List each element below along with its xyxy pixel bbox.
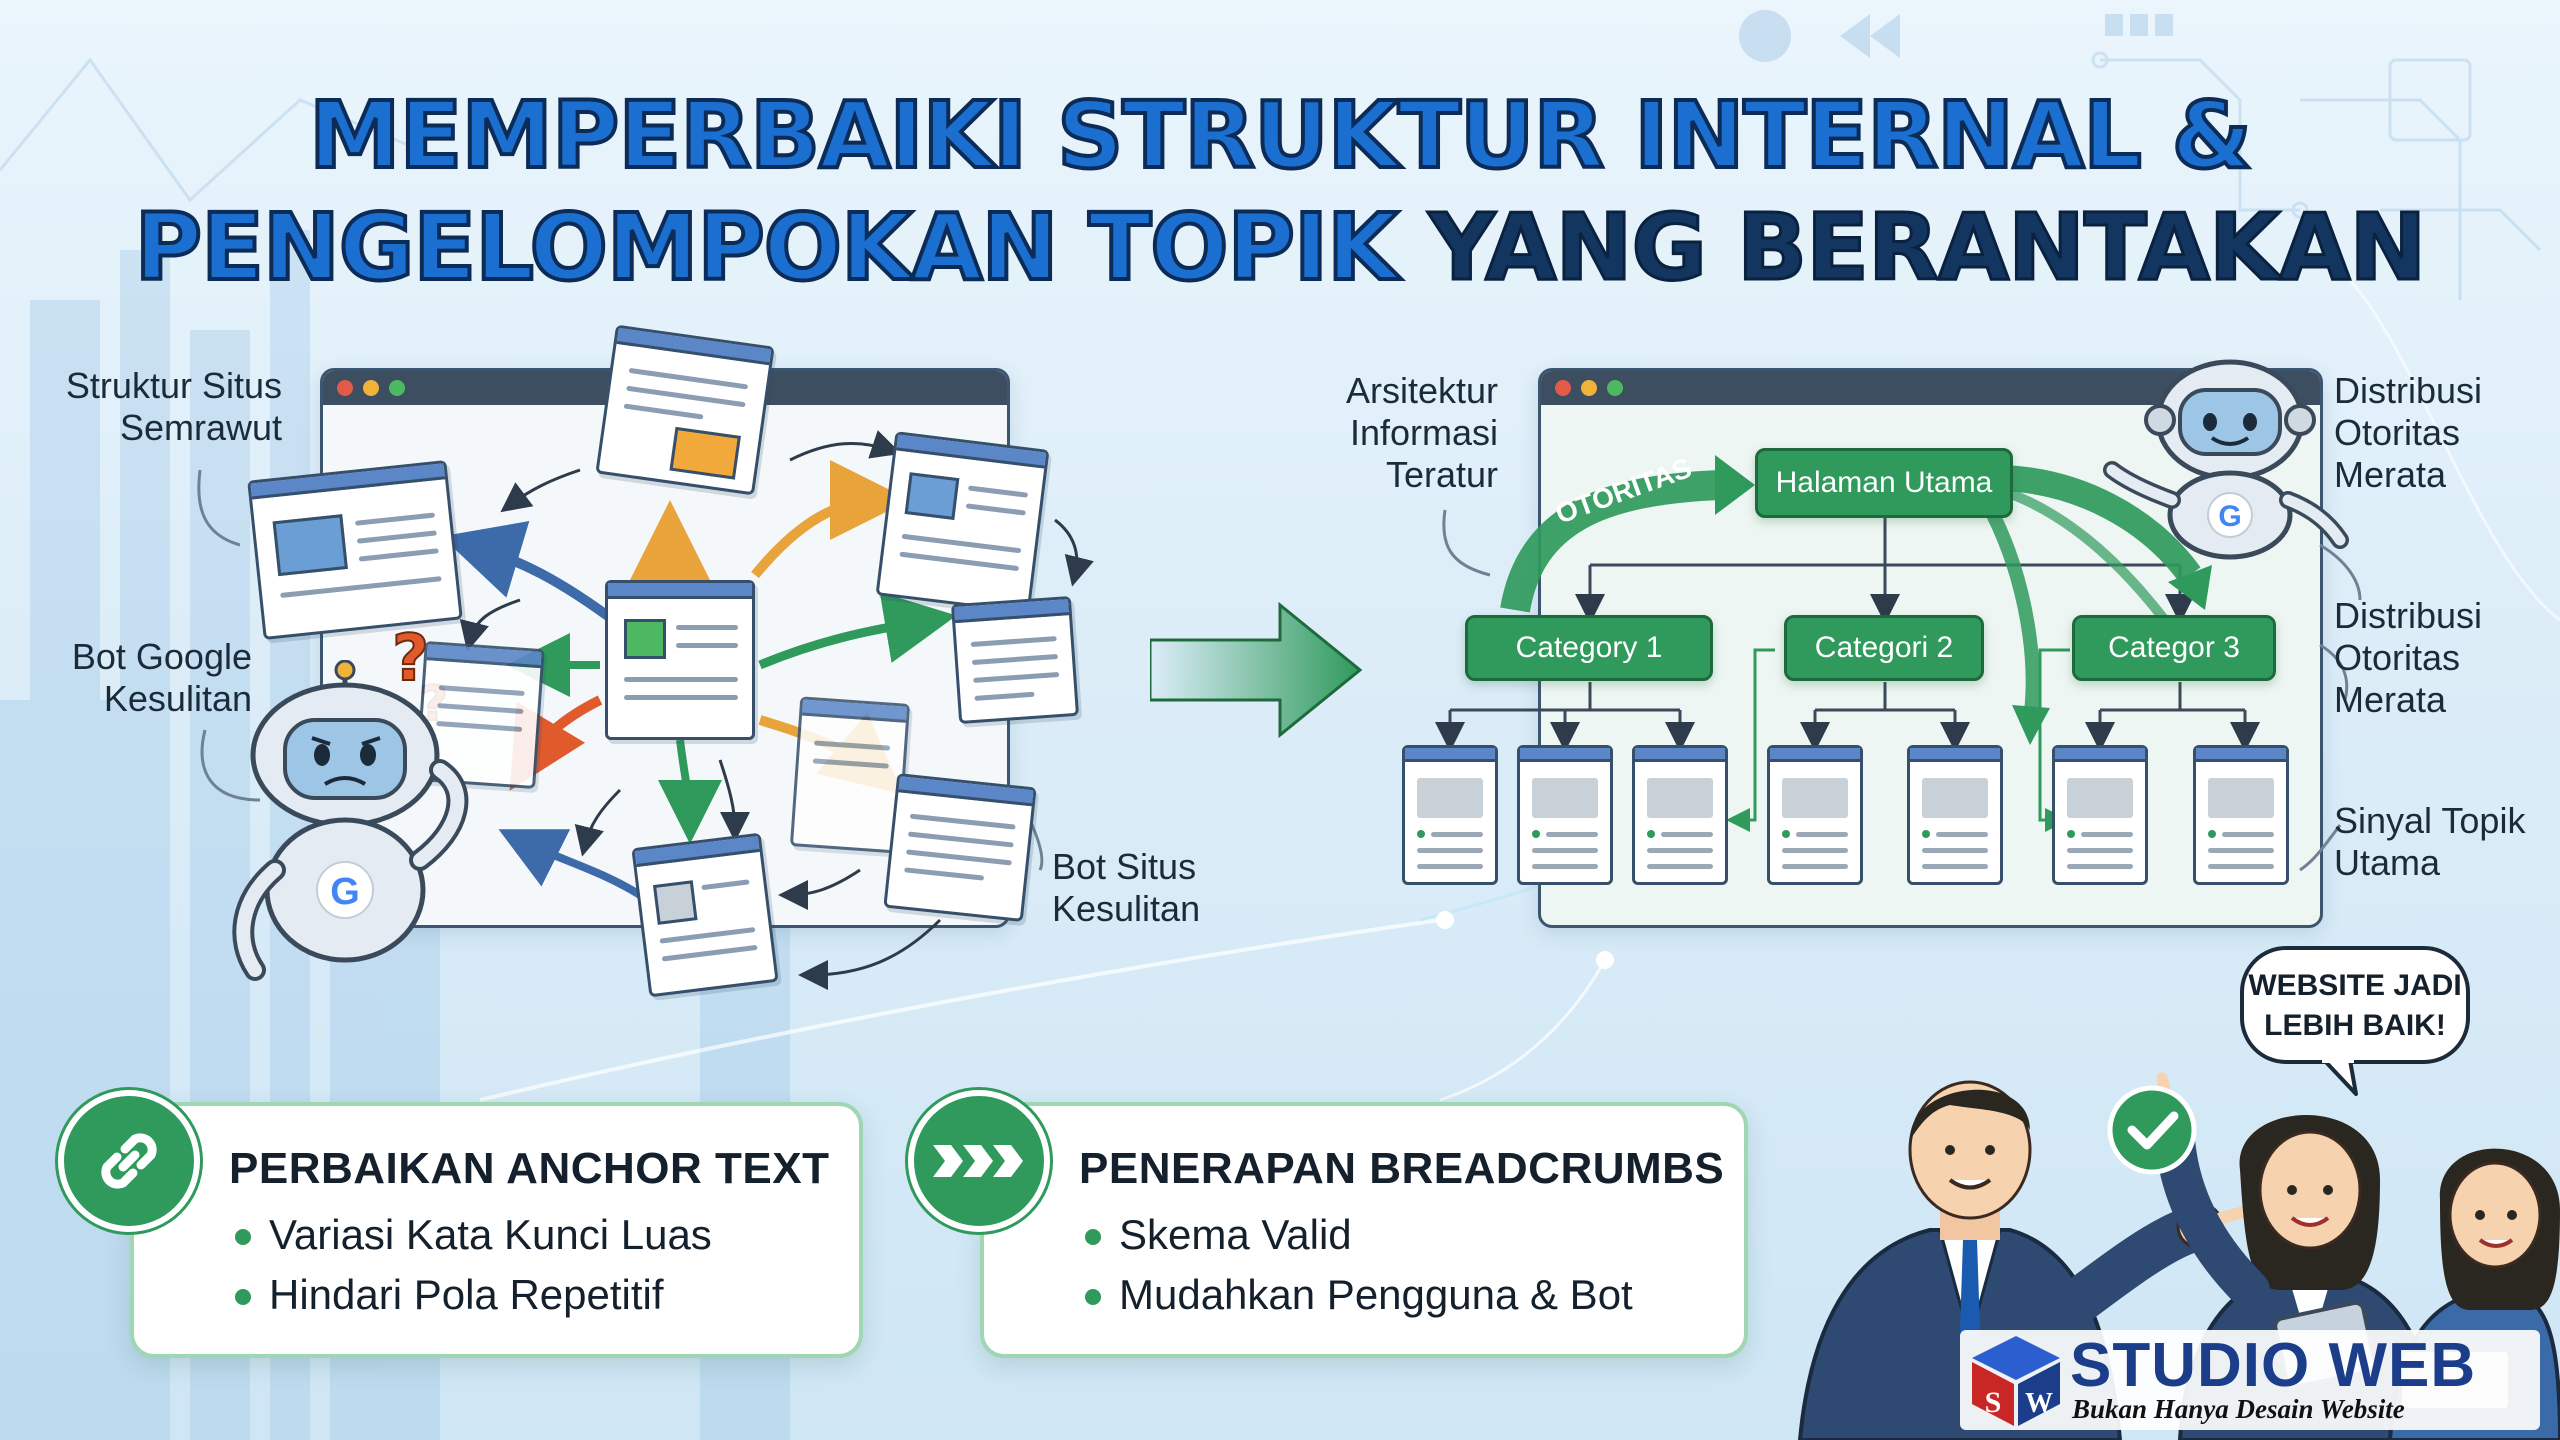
label-authority-distribution-top-line-1: Distribusi [2334,370,2483,411]
anchor-text-card-title: PERBAIKAN ANCHOR TEXT [229,1144,830,1193]
anchor-text-card: PERBAIKAN ANCHOR TEXT Variasi Kata Kunci… [130,1102,863,1358]
label-ordered-architecture-line-3: Teratur [1385,454,1498,495]
speech-bubble: WEBSITE JADI LEBIH BAIK! [2240,946,2470,1064]
maximize-dot-icon [1607,380,1623,396]
label-main-topic-signal-line-2: Utama [2334,842,2441,883]
logo-tagline: Bukan Hanya Desain Website [2072,1394,2405,1424]
svg-text:S: S [1985,1386,2002,1419]
leaf-page [2052,745,2148,885]
happy-robot-illustration: G [2103,359,2349,560]
label-authority-distribution-mid-line-2: Otoritas [2334,637,2461,678]
logo-name: STUDIO WEB [2070,1331,2477,1400]
leaf-page [2193,745,2289,885]
label-bot-site: Bot Situs Kesulitan [1052,846,1272,930]
label-bot-site-line-1: Bot Situs [1052,846,1197,887]
title-line-2-highlight: PENGELOMPOKAN TOPIK [133,192,1401,303]
category-node-1: Category 1 [1465,615,1713,681]
checkmark-icon [2107,1085,2197,1175]
minimize-dot-icon [363,380,379,396]
label-bot-google: Bot Google Kesulitan [40,636,252,720]
category-node-3-label: Categor 3 [2108,631,2240,664]
messy-page-center [605,580,755,740]
close-dot-icon [1555,380,1571,396]
speech-bubble-line-2: LEBIH BAIK! [2264,1009,2446,1042]
label-bot-google-line-1: Bot Google [71,636,252,677]
label-messy-structure-line-2: Semrawut [119,407,282,448]
leaf-page [1767,745,1863,885]
category-node-2: Categori 2 [1784,615,1984,681]
speech-bubble-line-1: WEBSITE JADI [2248,969,2462,1002]
root-node-label: Halaman Utama [1775,466,1993,499]
anchor-text-card-bullet: Variasi Kata Kunci Luas [235,1211,712,1258]
minimize-dot-icon [1581,380,1597,396]
label-messy-structure: Struktur Situs Semrawut [40,365,282,449]
maximize-dot-icon [389,380,405,396]
root-node-homepage: Halaman Utama [1755,448,2013,518]
leaf-page [1402,745,1498,885]
leaf-page [1517,745,1613,885]
svg-text:G: G [330,871,360,913]
label-authority-distribution-mid-line-1: Distribusi [2334,595,2483,636]
confused-robot-illustration: G [232,660,469,981]
breadcrumbs-card: PENERAPAN BREADCRUMBS Skema Valid Mudahk… [980,1102,1748,1358]
label-authority-distribution-top: Distribusi Otoritas Merata [2334,370,2554,496]
anchor-text-card-bullet: Hindari Pola Repetitif [235,1271,664,1318]
speech-bubble-tail [2322,1058,2358,1096]
svg-text:W: W [2025,1388,2053,1419]
label-ordered-architecture: Arsitektur Informasi Teratur [1260,370,1498,496]
label-authority-distribution-top-line-3: Merata [2334,454,2447,495]
category-node-3: Categor 3 [2072,615,2276,681]
label-authority-distribution-mid-line-3: Merata [2334,679,2447,720]
category-node-2-label: Categori 2 [1814,631,1954,664]
studio-web-logo: S W STUDIO WEB Bukan Hanya Desain Websit… [1960,1330,2540,1430]
title-line-1: MEMPERBAIKI STRUKTUR INTERNAL & [307,80,2254,191]
page-title: MEMPERBAIKI STRUKTUR INTERNAL & PENGELOM… [0,80,2560,304]
chevrons-icon [908,1090,1050,1232]
leaf-page [1632,745,1728,885]
close-dot-icon [337,380,353,396]
label-ordered-architecture-line-1: Arsitektur [1345,370,1498,411]
label-authority-distribution-top-line-2: Otoritas [2334,412,2461,453]
title-line-2-rest: YANG BERANTAKAN [1427,193,2428,303]
title-line-2: PENGELOMPOKAN TOPIK YANG BERANTAKAN [0,192,2560,304]
label-messy-structure-line-1: Struktur Situs [65,365,282,406]
transition-arrow [1150,601,1363,739]
label-ordered-architecture-line-2: Informasi [1349,412,1498,453]
category-node-1-label: Category 1 [1515,631,1663,664]
label-authority-distribution-mid: Distribusi Otoritas Merata [2334,595,2554,721]
label-main-topic-signal: Sinyal Topik Utama [2334,800,2558,884]
label-main-topic-signal-line-1: Sinyal Topik [2334,800,2526,841]
breadcrumbs-card-title: PENERAPAN BREADCRUMBS [1079,1144,1725,1193]
breadcrumbs-card-bullet: Skema Valid [1085,1211,1352,1258]
label-bot-google-line-2: Kesulitan [103,678,252,719]
svg-text:G: G [2218,500,2241,533]
label-bot-site-line-2: Kesulitan [1052,888,1201,929]
link-icon [58,1090,200,1232]
studio-web-logo-mark-icon: S W [1972,1336,2060,1426]
leaf-page [1907,745,2003,885]
breadcrumbs-card-bullet: Mudahkan Pengguna & Bot [1085,1271,1633,1318]
